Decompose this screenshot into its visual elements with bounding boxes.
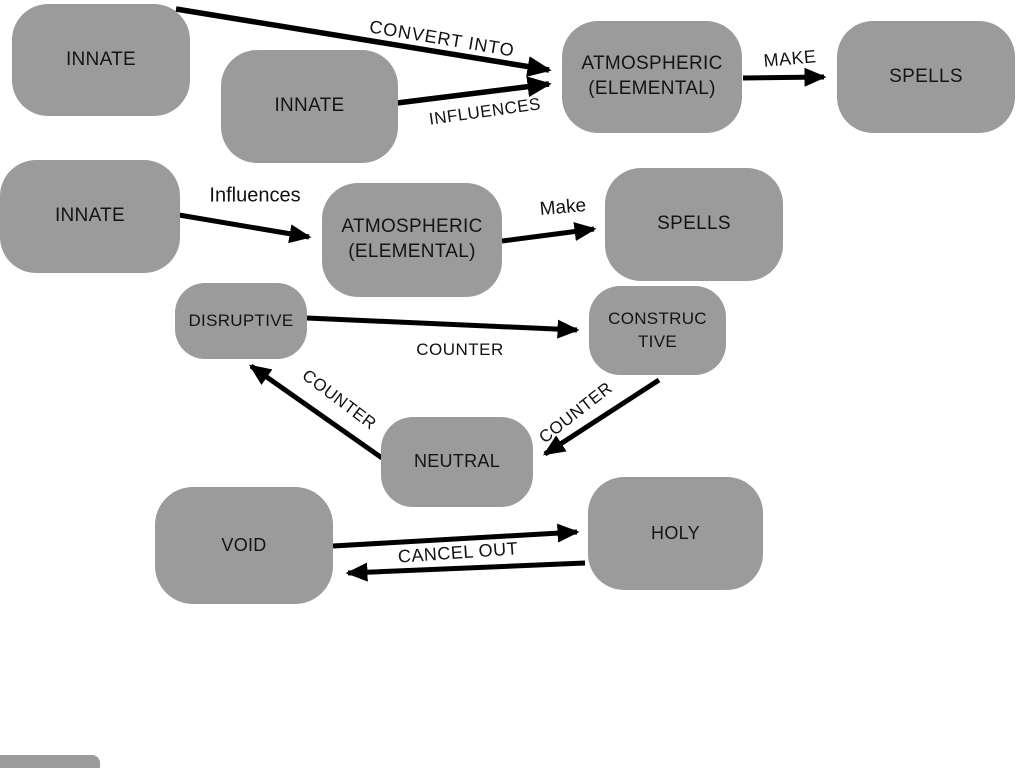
node-innate-mid-left[interactable]: INNATE xyxy=(0,160,180,273)
edge-counter-top-line xyxy=(306,315,580,339)
node-spells-mid[interactable]: SPELLS xyxy=(605,168,783,281)
edge-label-influences: Influences xyxy=(209,184,301,207)
edge-label-counter-right: COUNTER xyxy=(535,378,617,448)
edge-label-make: Make xyxy=(538,195,588,220)
edge-label-counter-top: COUNTER xyxy=(416,340,504,359)
edge-make-line xyxy=(501,222,597,244)
edge-label-make-caps: MAKE xyxy=(762,46,818,71)
node-void[interactable]: VOID xyxy=(155,487,333,604)
node-atmospheric-top[interactable]: ATMOSPHERIC (ELEMENTAL) xyxy=(562,21,742,133)
node-innate-top-mid[interactable]: INNATE xyxy=(221,50,398,163)
edge-label-convert-into: CONVERT INTO xyxy=(367,16,517,61)
edge-label-influences-caps: INFLUENCES xyxy=(427,94,543,129)
edge-make-caps-line xyxy=(742,67,827,87)
edge-influences-line xyxy=(178,212,312,244)
node-spells-top[interactable]: SPELLS xyxy=(837,21,1015,133)
edge-label-counter-left: COUNTER xyxy=(298,365,380,434)
node-constructive[interactable]: CONSTRUCTIVE xyxy=(589,286,726,375)
edge-label-cancel-out: CANCEL OUT xyxy=(397,538,519,567)
node-holy[interactable]: HOLY xyxy=(588,477,763,590)
clipped-node-fragment xyxy=(0,755,100,768)
node-neutral[interactable]: NEUTRAL xyxy=(381,417,533,507)
edge-holy-to-void-line xyxy=(345,560,586,582)
node-disruptive[interactable]: DISRUPTIVE xyxy=(175,283,307,359)
node-atmospheric-mid[interactable]: ATMOSPHERIC (ELEMENTAL) xyxy=(322,183,502,297)
node-innate-top-left[interactable]: INNATE xyxy=(12,4,190,116)
